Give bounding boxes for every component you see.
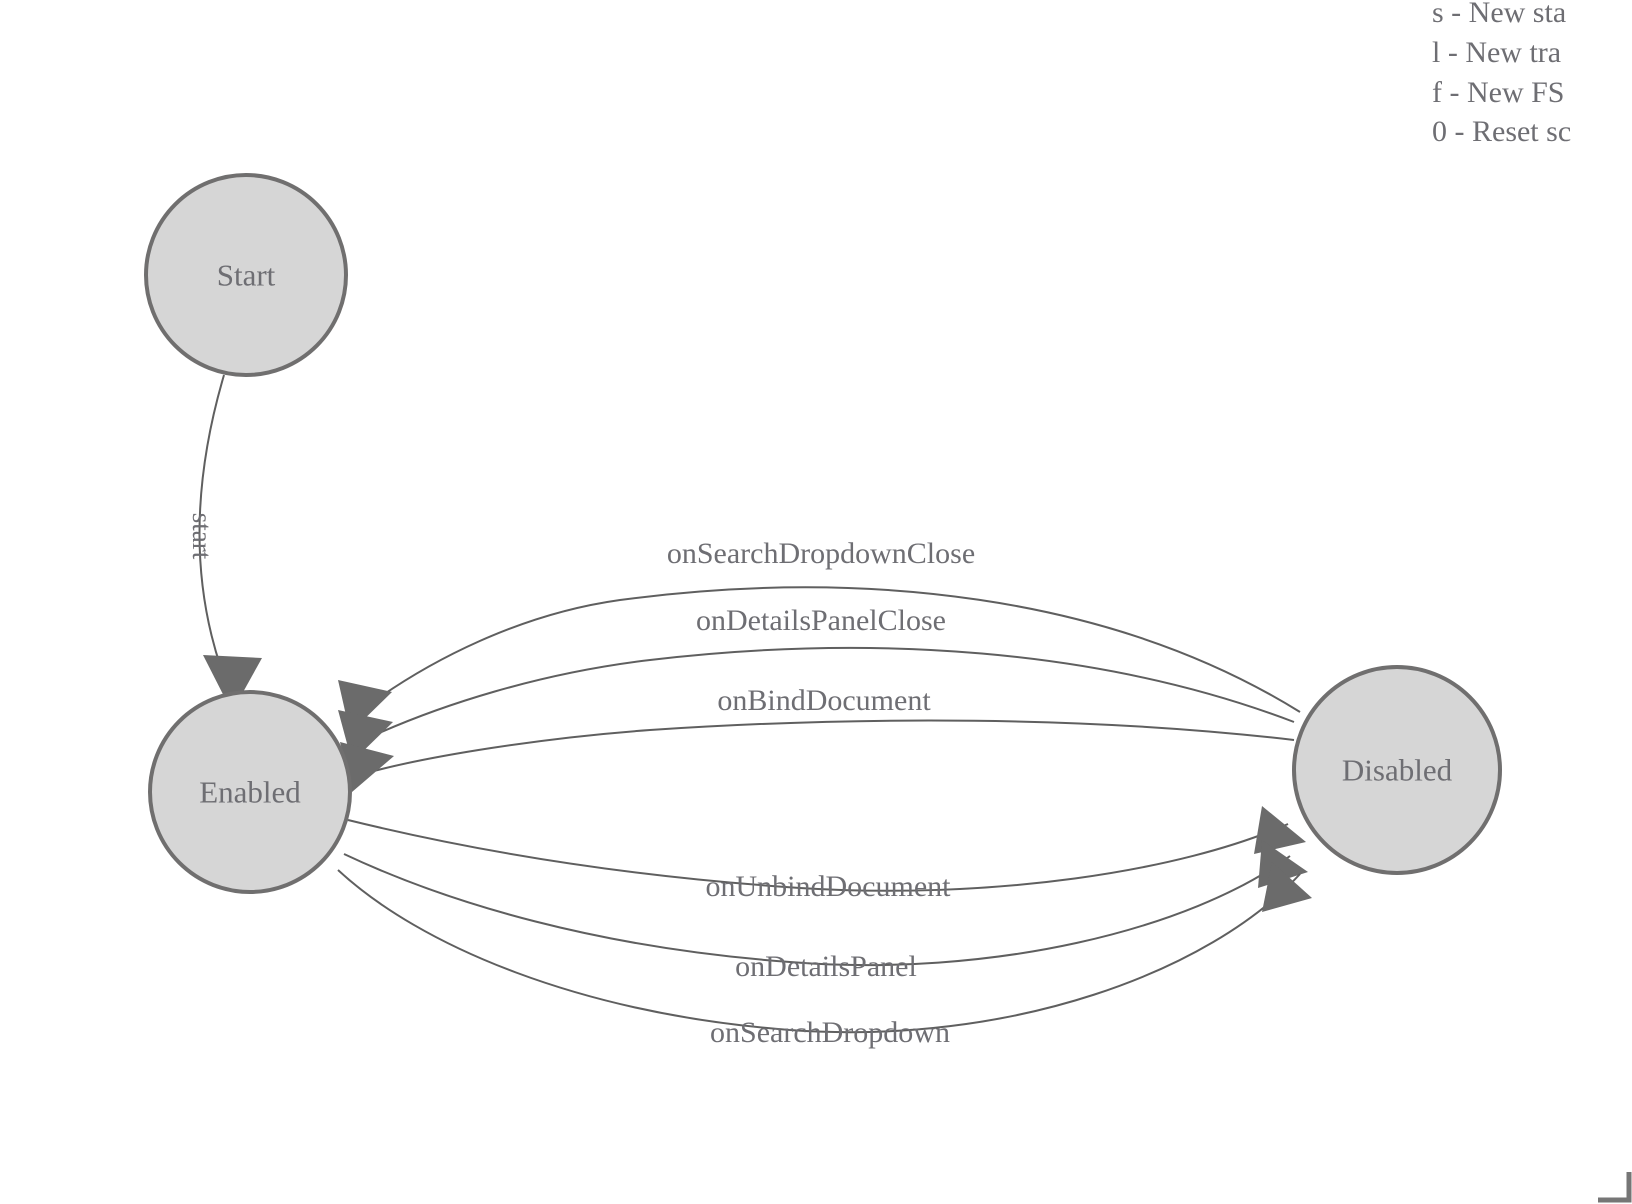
edge-label-onbinddocument: onBindDocument [717,684,931,717]
node-enabled-circle[interactable] [148,690,352,894]
edge-arrowhead-start-enabled [203,655,262,712]
edge-group-disabled-to-enabled-3[interactable] [340,719,1295,792]
legend-item-reset: 0 - Reset sc [1432,115,1571,148]
edge-arrowhead-onbinddocument [340,742,394,792]
legend-item-new-fsm: f - New FS [1432,76,1565,109]
node-enabled[interactable]: Enabled [148,690,352,894]
edge-path-ondetailspanelclose[interactable] [367,646,1295,739]
edge-label-ondetailspanelclose: onDetailsPanelClose [696,604,946,637]
edge-path-onsearchdropdown[interactable] [337,869,1301,1034]
viewport-frame-corner [1598,1172,1632,1203]
node-disabled-circle[interactable] [1292,665,1502,875]
edge-label-onunbinddocument: onUnbindDocument [706,870,952,903]
legend-item-new-transition: l - New tra [1432,36,1561,69]
edge-path-onunbinddocument[interactable] [347,819,1289,892]
node-enabled-label: Enabled [199,775,301,810]
legend-panel: s - New sta l - New tra f - New FS 0 - R… [1432,0,1571,148]
edge-arrowhead-onsearchdropdown [1262,862,1312,912]
edge-label-ondetailspanel: onDetailsPanel [735,950,917,983]
node-start[interactable]: Start [144,173,348,377]
edge-path-start-enabled[interactable] [198,374,225,669]
node-disabled[interactable]: Disabled [1292,665,1502,875]
legend-item-new-state: s - New sta [1432,0,1566,29]
edge-group-enabled-to-disabled-3[interactable] [337,862,1312,1034]
edge-path-onbinddocument[interactable] [369,719,1295,773]
node-start-circle[interactable] [144,173,348,377]
node-disabled-label: Disabled [1342,753,1453,788]
edge-path-onsearchdropdownclose[interactable] [365,586,1301,713]
edge-group-enabled-to-disabled-1[interactable] [347,806,1306,892]
edge-label-onsearchdropdown: onSearchDropdown [710,1016,950,1049]
edge-label-start: start [187,513,217,560]
edge-group-start-to-enabled[interactable] [198,374,262,712]
edge-arrowhead-onunbinddocument [1254,806,1306,854]
edge-path-ondetailspanel[interactable] [343,853,1291,967]
edge-label-onsearchdropdownclose: onSearchDropdownClose [667,537,975,570]
node-start-label: Start [217,258,276,293]
